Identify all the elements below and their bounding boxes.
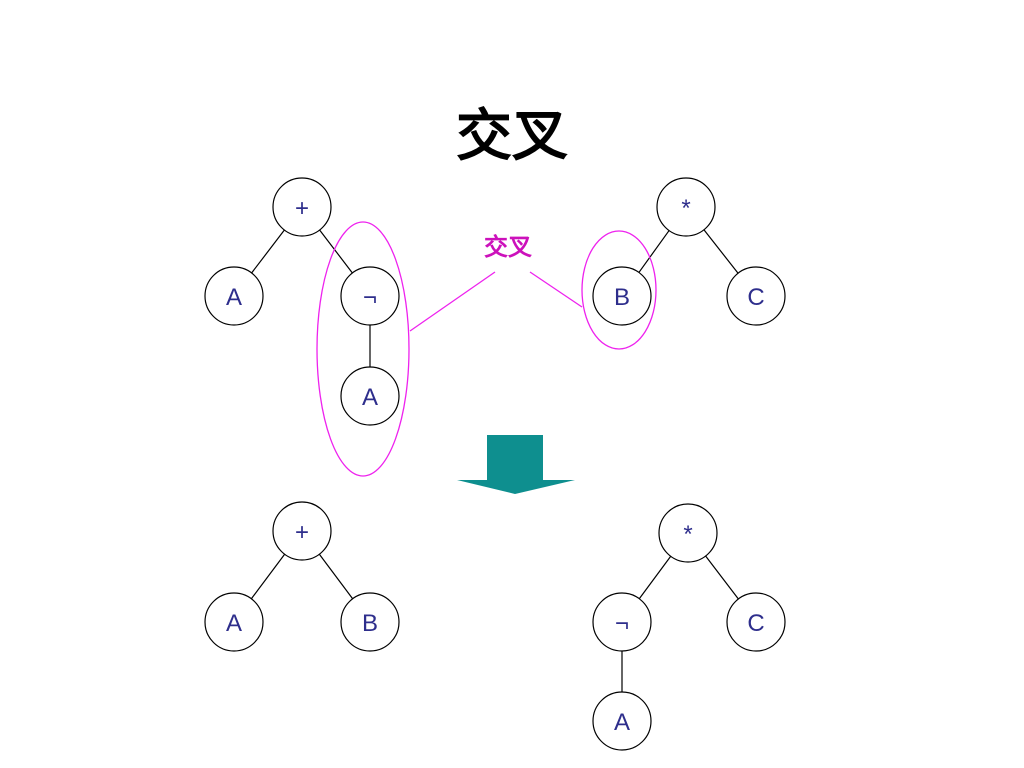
tree-node-circle	[656, 177, 716, 237]
tree-node-label: A	[226, 610, 242, 637]
tree-node-circle	[658, 503, 718, 563]
tree-node-circle	[204, 592, 264, 652]
tree-node-label: +	[295, 519, 309, 546]
tree-node-circle	[204, 266, 264, 326]
tree-node-c2-c: C	[726, 592, 786, 652]
tree-node-circle	[726, 592, 786, 652]
tree-node-c1-root: +	[272, 501, 332, 561]
crossover-subtree-highlight-left	[316, 221, 410, 477]
tree-node-label: A	[614, 709, 630, 736]
tree-node-circle	[726, 266, 786, 326]
tree-node-p2-c: C	[726, 266, 786, 326]
tree-node-p2-b: B	[592, 266, 652, 326]
crossover-subtree-highlight-right	[581, 230, 657, 350]
tree-node-p1-root: +	[272, 177, 332, 237]
tree-node-label: B	[614, 284, 630, 311]
tree-edge	[250, 553, 286, 600]
tree-edge	[318, 553, 354, 600]
crossover-label: 交叉	[484, 233, 533, 261]
tree-node-p1-a: A	[204, 266, 264, 326]
tree-node-p1-not: ¬	[340, 266, 400, 326]
tree-node-label: A	[226, 284, 242, 311]
down-arrow-icon	[457, 435, 575, 494]
tree-node-circle	[340, 266, 400, 326]
tree-node-label: *	[681, 195, 690, 222]
tree-node-label: B	[362, 610, 378, 637]
tree-edge	[319, 229, 353, 274]
tree-node-label: *	[683, 521, 692, 548]
tree-edge	[251, 229, 285, 274]
crossover-connector-left	[409, 271, 496, 332]
tree-node-circle	[340, 366, 400, 426]
tree-node-circle	[272, 177, 332, 237]
tree-nodes: + A ¬ A * B C + A B * ¬ C A	[204, 177, 786, 751]
tree-edges	[250, 229, 739, 692]
tree-node-c2-root: *	[658, 503, 718, 563]
tree-node-c1-b: B	[340, 592, 400, 652]
tree-edge	[638, 230, 670, 273]
tree-node-circle	[340, 592, 400, 652]
tree-node-label: +	[295, 195, 309, 222]
tree-node-label: A	[362, 384, 378, 411]
tree-node-circle	[592, 691, 652, 751]
tree-node-p1-not-a: A	[340, 366, 400, 426]
tree-node-label: ¬	[363, 284, 377, 311]
tree-node-label: C	[747, 284, 764, 311]
tree-node-circle	[592, 266, 652, 326]
tree-node-c2-not-a: A	[592, 691, 652, 751]
tree-edge	[638, 555, 672, 600]
tree-node-p2-root: *	[656, 177, 716, 237]
tree-edge	[705, 555, 739, 600]
tree-node-label: ¬	[615, 610, 629, 637]
tree-edge	[703, 229, 739, 274]
page-title: 交叉	[456, 104, 568, 169]
tree-node-c2-not: ¬	[592, 592, 652, 652]
tree-node-circle	[592, 592, 652, 652]
tree-node-c1-a: A	[204, 592, 264, 652]
tree-node-circle	[272, 501, 332, 561]
crossover-connector-right	[529, 271, 583, 308]
tree-node-label: C	[747, 610, 764, 637]
